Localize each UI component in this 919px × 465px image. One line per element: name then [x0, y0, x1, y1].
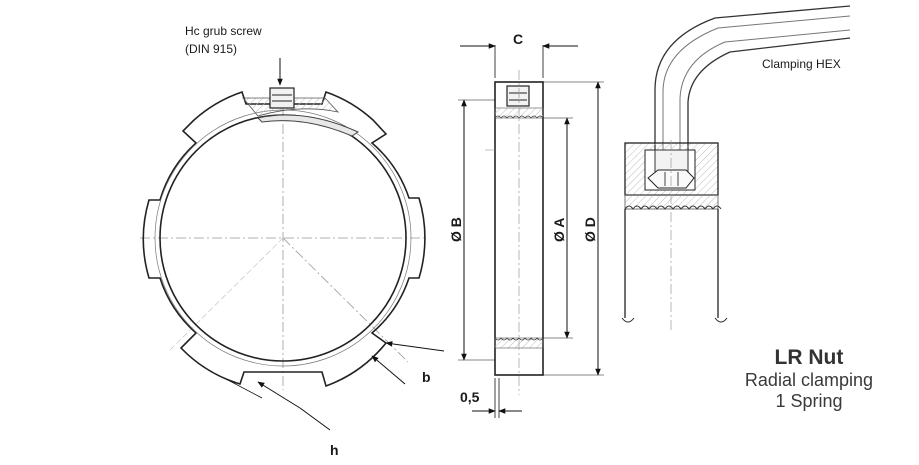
product-title-block: LR Nut Radial clamping 1 Spring [745, 346, 873, 412]
dim-a-dia-label: Ø A [551, 218, 567, 242]
grub-screw-label-line1: Hc grub screw [185, 24, 262, 38]
product-name: LR Nut [774, 346, 844, 369]
product-subtitle-spring: 1 Spring [775, 391, 843, 411]
front-view [140, 58, 445, 431]
dim-d-dia-label: Ø D [582, 217, 598, 242]
dim-c-label: C [513, 31, 523, 47]
product-subtitle-clamping: Radial clamping [744, 370, 873, 390]
outer-ring-outline [142, 90, 426, 388]
clamping-detail [621, 5, 851, 330]
dim-b-dia-label: Ø B [448, 217, 464, 242]
clamping-hex-label: Clamping HEX [762, 57, 841, 71]
grub-screw-front [269, 87, 295, 109]
dim-b-label: b [422, 369, 431, 385]
dim-h-label: h [330, 442, 339, 458]
side-view [458, 43, 604, 418]
dim-05-label: 0,5 [460, 389, 480, 405]
grub-screw-label-line2: (DIN 915) [185, 42, 237, 56]
